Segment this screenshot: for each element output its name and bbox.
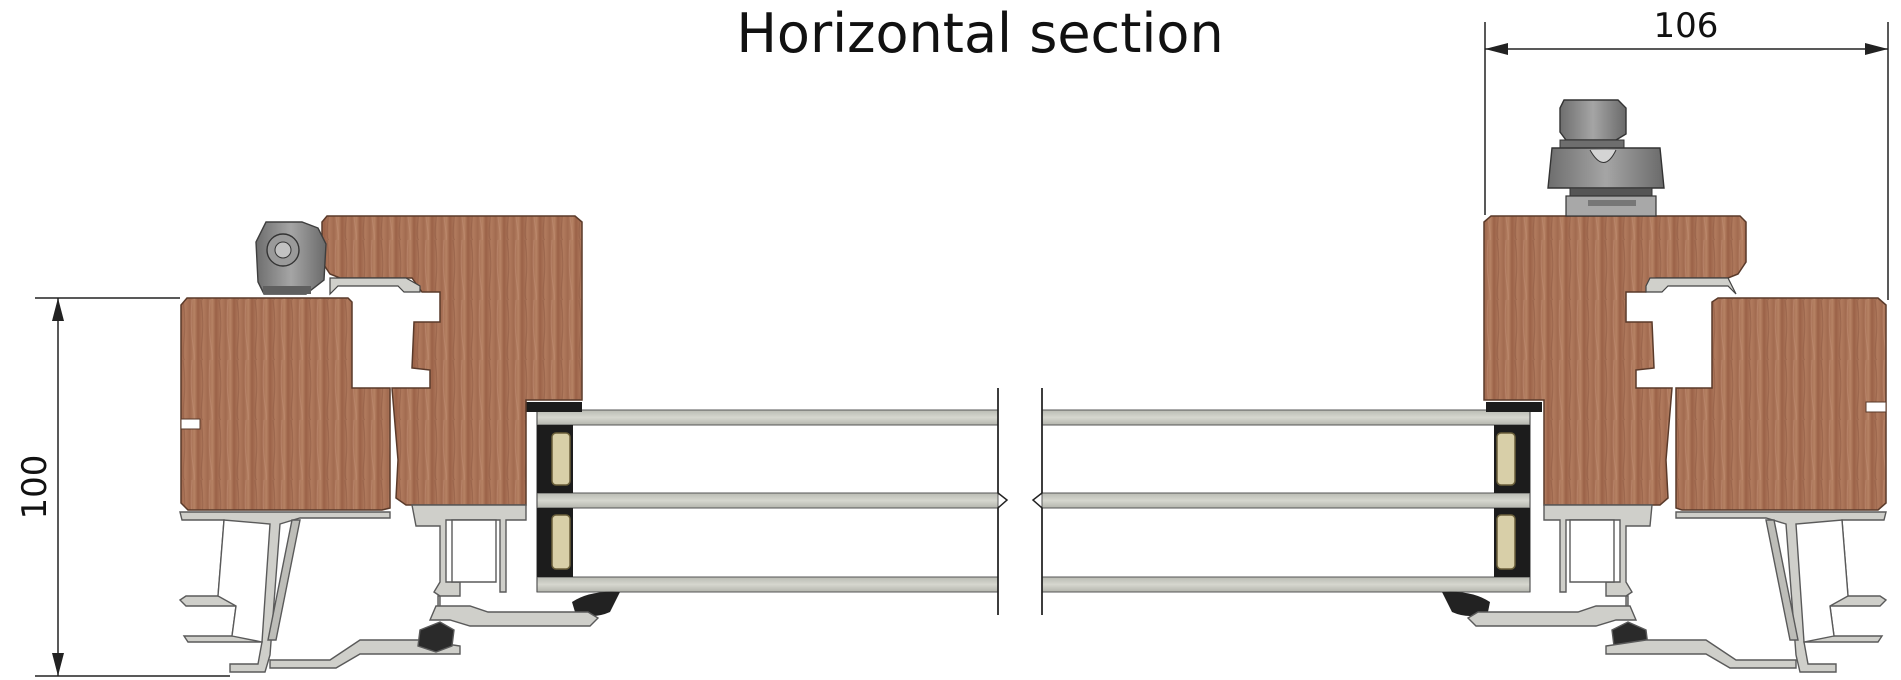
right-sash-timber xyxy=(1483,215,1747,506)
left-sash-aluminium xyxy=(411,504,600,653)
right-top-gasket xyxy=(1645,277,1737,295)
hinge-icon xyxy=(255,221,327,295)
width-dimension-label: 106 xyxy=(1654,6,1719,46)
page-title: Horizontal section xyxy=(736,2,1224,65)
right-frame-timber xyxy=(1675,297,1887,511)
left-sash-timber xyxy=(321,215,583,506)
left-frame-aluminium xyxy=(178,511,461,673)
window-handle-icon xyxy=(1547,99,1665,217)
left-frame-timber xyxy=(180,297,391,511)
left-top-gasket xyxy=(329,277,421,296)
dimension-width: 106 xyxy=(1484,6,1889,300)
dimension-height: 100 xyxy=(15,297,230,677)
right-frame-aluminium xyxy=(1605,511,1888,673)
glazing-unit xyxy=(526,380,1542,625)
height-dimension-label: 100 xyxy=(15,455,55,520)
